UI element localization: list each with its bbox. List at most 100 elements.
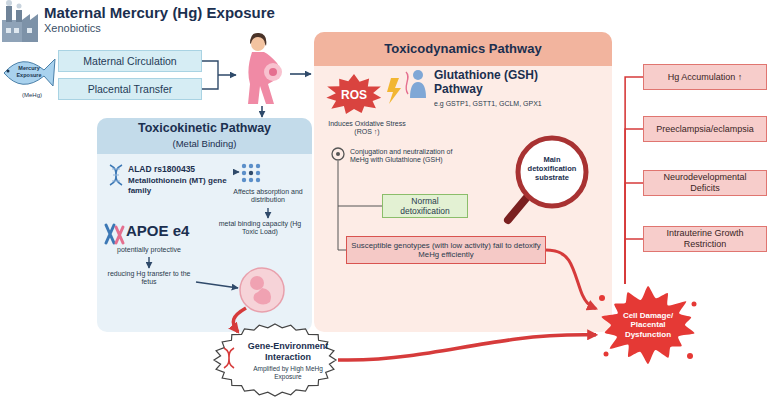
factory-icon [27, 28, 32, 33]
dna-icon [110, 165, 122, 185]
factory-icon [6, 0, 12, 6]
node-text: Normal detoxification [387, 196, 463, 216]
node-text: Susceptible genotypes (with low activity… [351, 241, 541, 260]
node-text: reducing Hg transfer to the fetus [104, 270, 194, 287]
gene-person-icon [406, 70, 426, 98]
transfer-arrow [233, 308, 246, 332]
connector [546, 250, 596, 309]
splat-droplet [692, 302, 697, 307]
pregnant-woman-icon [248, 33, 282, 104]
chromosome-icon [106, 225, 114, 243]
fish-icon [4, 59, 55, 86]
dna-icon [224, 348, 234, 368]
fish-icon [4, 59, 55, 86]
connector [625, 183, 643, 284]
node-text: Placental Transfer [88, 83, 173, 96]
metal-binding-icon [249, 164, 253, 168]
magnifier-lens [518, 138, 586, 206]
pregnant-woman-icon [251, 37, 265, 51]
flow-arrow [261, 106, 263, 117]
flow-arrow [149, 208, 268, 288]
connector [625, 129, 643, 284]
gene-person-icon [410, 82, 426, 98]
pregnant-woman-icon [248, 52, 280, 104]
node-text: Hg Accumulation ↑ [668, 72, 743, 83]
node-text: Metallothionein (MT) gene family [128, 176, 228, 195]
node-text: Neurodevelopmental Deficits [648, 172, 762, 194]
node-text: Toxicokinetic Pathway [97, 121, 312, 136]
node-text: potentially protective [104, 246, 194, 254]
factory-icon [6, 28, 11, 33]
node-text: Affects absorption and distribution [228, 188, 308, 205]
splat-droplet [604, 352, 609, 357]
process-box: Placental Transfer [58, 78, 202, 100]
splat-node: Cell Damage/ Placental Dysfunction [596, 284, 700, 366]
metal-binding-icon [234, 171, 239, 172]
splat-droplet [599, 295, 605, 301]
process-box: Intrauterine Growth Restriction [643, 226, 767, 252]
pregnant-woman-icon [269, 68, 277, 76]
label-text: Xenobiotics [44, 22, 204, 35]
lens-node: Main detoxification substrate [500, 130, 596, 226]
node-text: Gene-Environment Interaction [246, 341, 330, 363]
conjugation-icon [332, 148, 344, 160]
factory-icon [17, 4, 22, 9]
process-box: Maternal Circulation [58, 50, 202, 72]
dna-icon [110, 165, 122, 185]
metal-binding-icon [242, 178, 246, 182]
node-text: Induces Oxidative Stress (ROS ↑) [326, 120, 408, 137]
splat-droplet [687, 353, 693, 359]
magnifier-handle [508, 196, 528, 220]
dna-icon [112, 169, 120, 181]
chromosome-icon [116, 227, 123, 243]
node-text: Conjugation and neutralization of MeHg w… [350, 148, 468, 165]
flow-arrow [148, 257, 149, 268]
flow-arrow [290, 73, 311, 75]
node-text: metal binding capacity (Hg Toxic Load) [212, 220, 308, 237]
burst-node: ROS [322, 72, 386, 118]
node-text: ROS [341, 88, 367, 102]
metal-binding-icon [256, 178, 260, 182]
fetus-icon [250, 276, 264, 290]
fish-icon [7, 70, 10, 73]
bracket-connector [202, 61, 236, 89]
node-text: Glutathione (GSH) Pathway [434, 68, 564, 97]
factory-icon [6, 6, 12, 22]
node-text: Preeclampsia/eclampsia [656, 124, 754, 135]
metal-binding-icon [242, 171, 246, 175]
pregnant-woman-icon [264, 63, 282, 81]
metal-binding-icon [249, 178, 253, 182]
node-text: APOE e4 [126, 222, 226, 240]
factory-icon [14, 28, 19, 33]
process-box: Normal detoxification [382, 194, 468, 218]
metal-binding-icon [256, 171, 260, 175]
connector [625, 239, 643, 284]
lightning-icon [387, 78, 401, 104]
node-text: Cell Damage/ Placental Dysfunction [614, 311, 682, 340]
metal-binding-icon [256, 164, 260, 168]
connector [338, 335, 596, 360]
flow-arrow [267, 208, 268, 218]
process-box: Neurodevelopmental Deficits [643, 170, 767, 196]
node-text: ALAD rs1800435 [128, 164, 238, 174]
conjugation-icon [332, 148, 344, 160]
transfer-arrow [233, 308, 246, 332]
process-box: Hg Accumulation ↑ [643, 64, 767, 90]
fetus-icon [240, 268, 284, 312]
diagram-title: Maternal Mercury (Hg) Exposure [44, 4, 364, 22]
process-box: Preeclampsia/eclampsia [643, 116, 767, 142]
ros-burst [326, 74, 381, 114]
metal-binding-icon [249, 171, 253, 175]
branch-line [338, 161, 382, 250]
node-text: e.g GSTP1, GSTT1, GCLM, GPX1 [434, 100, 584, 108]
label-text: (MeHg) [10, 92, 54, 99]
branch-line [338, 161, 382, 250]
node-text: (Metal Binding) [97, 138, 312, 149]
pathway-panel: Toxicokinetic Pathway (Metal Binding) ALAD… [97, 118, 312, 332]
node-text: Main detoxification substrate [520, 155, 584, 182]
node-text: Maternal Circulation [83, 55, 176, 68]
jag-node: Gene-Environment InteractionAmplified by… [212, 322, 338, 398]
node-text: Intrauterine Growth Restriction [648, 228, 762, 250]
